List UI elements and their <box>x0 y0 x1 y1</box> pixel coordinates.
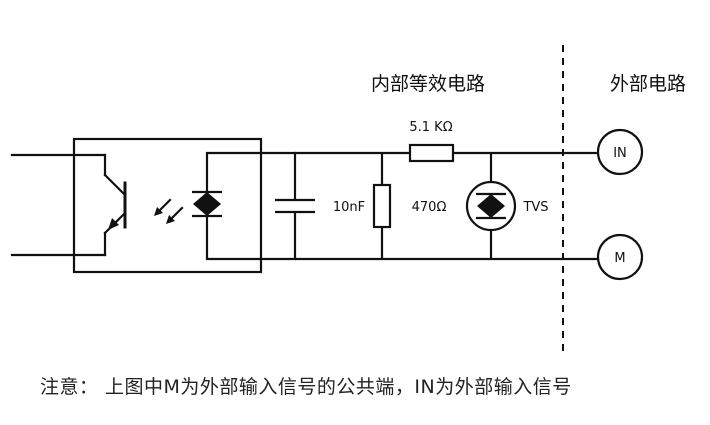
terminal-m-circle <box>596 233 644 281</box>
light-arrowhead-1 <box>154 207 163 216</box>
led-branch-wire <box>205 151 297 261</box>
tvs-label: TVS <box>522 200 548 215</box>
led-triangle-down <box>193 204 221 216</box>
phototransistor-collector-diag <box>103 173 127 197</box>
led-triangle-up <box>193 192 221 204</box>
optocoupler-package <box>72 137 263 274</box>
tvs-triangle-up <box>477 194 505 206</box>
terminal-m-label: M <box>614 251 625 266</box>
shunt-resistor-body <box>372 183 392 229</box>
terminal-in-circle <box>596 128 644 176</box>
footnote: 注意： 上图中M为外部输入信号的公共端，IN为外部输入信号 <box>40 376 572 398</box>
shunt-resistor-label: 470Ω <box>412 200 447 215</box>
series-resistor-body <box>408 143 455 163</box>
series-resistor-label: 5.1 KΩ <box>409 120 452 135</box>
external-circuit-label: 外部电路 <box>610 73 686 95</box>
emitter-arrowhead <box>108 218 119 230</box>
capacitor-label: 10nF <box>333 200 365 215</box>
internal-circuit-label: 内部等效电路 <box>371 73 485 95</box>
tvs-triangle-down <box>477 206 505 218</box>
terminal-in-label: IN <box>613 146 627 161</box>
light-arrowhead-2 <box>166 215 175 224</box>
